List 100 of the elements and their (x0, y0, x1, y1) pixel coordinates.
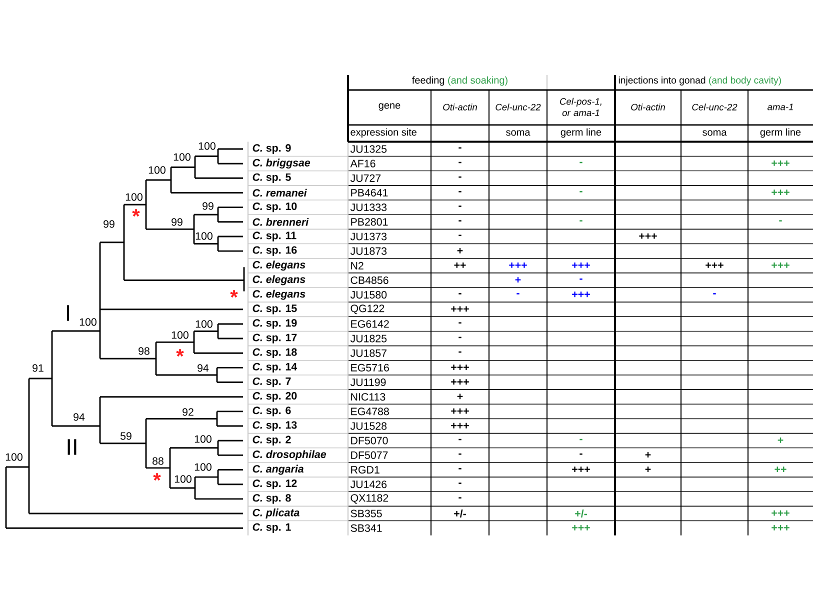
score-value: - (458, 438, 462, 440)
bootstrap-value: 98 (138, 347, 150, 355)
strain-label: PB2801 (351, 218, 388, 226)
score-value: - (713, 293, 716, 294)
bootstrap-value: 100 (126, 193, 142, 201)
score-value: +++ (451, 408, 469, 414)
species-label: C. sp. 13 (252, 421, 297, 431)
score-value: +++ (772, 262, 790, 268)
column-header: gene (378, 103, 400, 111)
bootstrap-value: 100 (194, 463, 212, 471)
score-value: - (580, 220, 582, 222)
strain-label: JU1426 (350, 480, 387, 488)
strain-label: JU1873 (350, 247, 387, 255)
species-label: C. sp. 9 (252, 144, 291, 154)
score-value: + (645, 452, 651, 458)
bootstrap-value: 99 (104, 220, 114, 228)
species-label: C. sp. 20 (252, 392, 297, 402)
asterisk-mark: * (153, 473, 161, 481)
species-label: C. brenneri (252, 218, 309, 226)
bootstrap-value: 99 (172, 218, 182, 226)
score-value: - (458, 206, 462, 207)
species-label: C. sp. 19 (252, 319, 297, 329)
species-label: C. elegans (252, 275, 306, 286)
strain-label: NIC113 (351, 393, 386, 401)
column-subheader: soma (506, 130, 530, 136)
score-value: - (458, 336, 462, 338)
species-label: C. sp. 11 (252, 232, 296, 242)
score-value: - (458, 453, 462, 455)
column-header: Cel-pos-1, or ama-1 (560, 98, 602, 116)
score-value: - (580, 162, 582, 164)
strain-label: QG122 (350, 304, 384, 314)
species-label: C. sp. 2 (252, 436, 291, 446)
species-label: C. sp. 15 (252, 304, 297, 314)
strain-label: JU1825 (350, 334, 387, 342)
score-value: - (580, 278, 582, 280)
score-value: + (457, 248, 463, 254)
strain-label: DF5077 (351, 451, 388, 459)
score-value: - (458, 322, 462, 324)
species-label: C. sp. 7 (252, 377, 291, 388)
column-header: Cel-unc-22 (692, 104, 738, 110)
strain-label: DF5070 (351, 436, 388, 444)
species-label: C. sp. 17 (252, 334, 297, 344)
species-label: C. sp. 1 (252, 523, 291, 533)
strain-label: JU1325 (350, 145, 387, 153)
strain-label: N2 (351, 262, 364, 270)
bootstrap-value: 100 (6, 453, 22, 461)
score-value: +++ (639, 233, 657, 239)
strain-label: RGD1 (351, 466, 380, 474)
column-header: Oti-actin (631, 104, 665, 110)
strain-label: JU1333 (350, 204, 387, 212)
strain-label: JU1857 (350, 349, 386, 357)
asterisk-mark: * (132, 209, 140, 217)
strain-label: JU1373 (350, 232, 387, 240)
species-label: C. sp. 6 (252, 406, 291, 416)
asterisk-mark: * (176, 349, 184, 357)
column-header: Oti-actin (443, 104, 477, 110)
species-label: C. elegans (252, 290, 306, 300)
column-subheader: soma (702, 130, 727, 136)
score-value: +++ (772, 190, 790, 196)
score-value: + (457, 394, 463, 400)
strain-label: EG4788 (351, 408, 389, 416)
score-value: +++ (772, 160, 790, 166)
species-label: C. sp. 18 (252, 348, 297, 358)
strain-label: EG6142 (351, 320, 389, 328)
score-value: - (779, 220, 782, 222)
score-value: +/- (454, 510, 466, 518)
species-label: C. sp. 12 (252, 480, 297, 490)
strain-label: JU1528 (350, 422, 387, 430)
score-value: +/- (575, 510, 587, 518)
bootstrap-value: 88 (152, 457, 164, 465)
score-value: - (458, 497, 462, 498)
score-value: - (458, 293, 462, 294)
strain-label: QX1182 (350, 494, 388, 504)
bootstrap-value: 100 (172, 331, 188, 339)
bootstrap-value: 91 (32, 364, 44, 372)
bootstrap-value: 100 (80, 318, 96, 326)
score-value: +++ (451, 379, 469, 385)
score-value: - (458, 482, 462, 484)
score-value: - (458, 191, 462, 192)
strain-label: JU727 (350, 174, 381, 182)
score-value: +++ (572, 262, 590, 268)
clade-label: II (68, 439, 76, 455)
asterisk-mark: * (230, 290, 238, 298)
score-value: - (580, 453, 582, 455)
strain-label: AF16 (350, 160, 376, 168)
score-value: +++ (451, 364, 469, 370)
column-header: ama-1 (768, 104, 793, 110)
species-label: C. sp. 16 (252, 246, 297, 256)
strain-label: JU1580 (350, 291, 387, 299)
bootstrap-value: 100 (198, 142, 216, 150)
score-value: +++ (572, 292, 590, 298)
bootstrap-value: 100 (196, 320, 212, 328)
group-heading: injections into gonad (and body cavity) (618, 76, 781, 86)
bootstrap-value: 59 (120, 432, 132, 440)
bootstrap-value: 100 (196, 232, 212, 240)
column-subheader: germ line (760, 128, 801, 138)
species-label: C. drosophilae (252, 450, 326, 460)
score-value: - (580, 438, 582, 440)
score-value: +++ (451, 422, 469, 428)
score-value: - (458, 468, 462, 470)
